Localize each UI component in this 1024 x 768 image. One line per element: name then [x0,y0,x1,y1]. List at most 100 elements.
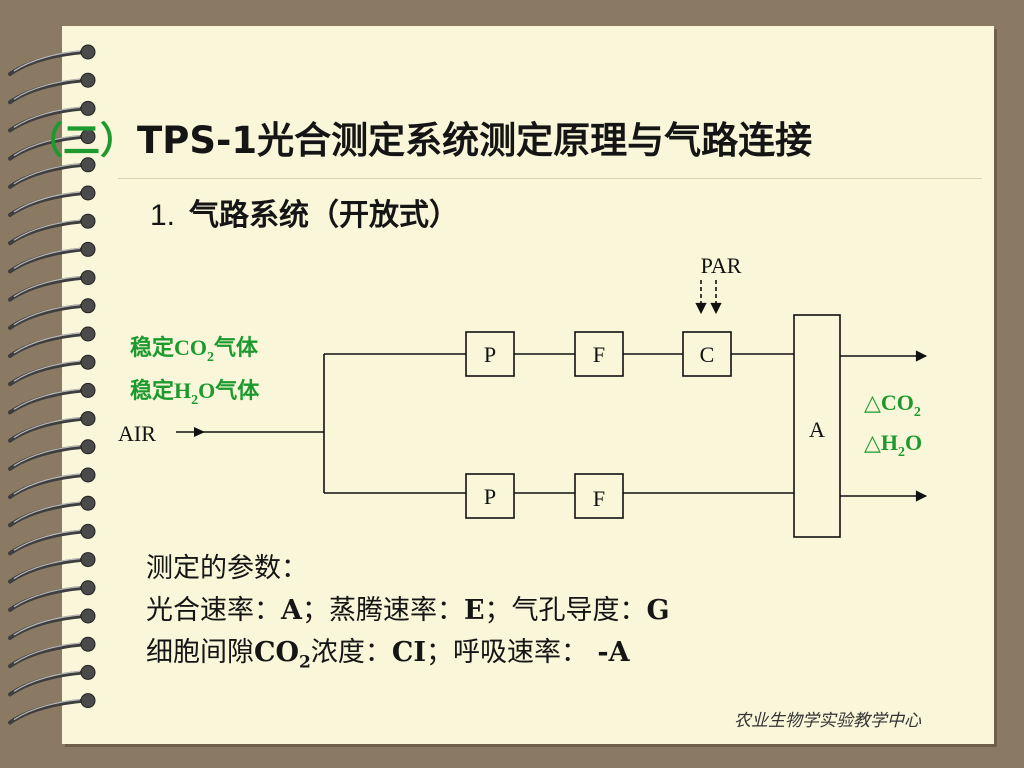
binding-hole [80,298,96,314]
binding-wire-highlight [13,529,81,551]
binding-hole [80,636,96,652]
params-line-ci: 细胞间隙CO2浓度：CI；呼吸速率： -A [146,632,670,674]
title-prefix: （二） [26,119,137,162]
params-co2-formula: CO [254,637,300,668]
binding-hole [80,495,96,511]
binding-wire-highlight [13,473,81,495]
binding-wire-highlight [13,304,81,326]
binding-wire-highlight [13,163,81,185]
section-subtitle: 1.气路系统（开放式） [150,190,459,234]
delta-co2-symbol: △ [864,390,881,415]
binding-hole [80,270,96,286]
title-divider [118,178,982,179]
binding-wire-highlight [13,670,81,692]
binding-hole [80,326,96,342]
title-main: TPS-1光合测定系统测定原理与气路连接 [137,119,813,162]
params-concentration-label: 浓度： [310,637,392,668]
delta-h2o-sub: 2 [898,445,905,460]
binding-wire-highlight [13,247,81,269]
spiral-binding [8,44,96,725]
binding-wire-highlight [13,614,81,636]
binding-hole [80,608,96,624]
gas-h2o-formula: H [174,378,191,403]
binding-wire-highlight [13,360,81,382]
binding-hole [80,580,96,596]
binding-wire-highlight [13,417,81,439]
upper-box-c-label: C [700,342,715,367]
params-heading: 测定的参数： [146,553,308,584]
binding-hole [80,72,96,88]
binding-hole [80,523,96,539]
subtitle-number: 1. [150,199,176,232]
lower-box-p [465,473,515,519]
gas-h2o-tail: O [198,378,215,403]
binding-wire-highlight [13,642,81,664]
binding-wire-highlight [13,388,81,410]
binding-wire-highlight [13,78,81,100]
delta-h2o-tail: O [905,430,922,455]
gas-h2o-sub: 2 [191,393,198,408]
binding-wire-highlight [13,445,81,467]
params-transpiration-symbol: E [463,595,485,626]
params-photosynthesis-label: 光合速率： [146,595,281,626]
lower-box-f [574,473,624,519]
upper-box-p [465,331,515,377]
params-respiration-label: ；呼吸速率： [425,637,588,668]
params-line-rates: 光合速率：A；蒸腾速率：E；气孔导度：G [146,590,670,632]
gas-co2-suffix: 气体 [213,335,259,360]
delta-co2-sub: 2 [914,405,921,420]
binding-wire-highlight [13,219,81,241]
binding-hole [80,411,96,427]
delta-co2-label: △CO2 [864,390,921,420]
binding-hole [80,552,96,568]
gas-h2o-prefix: 稳定 [130,378,174,403]
binding-hole [80,382,96,398]
binding-hole [80,44,96,60]
air-label: AIR [118,421,156,446]
gas-co2-label: 稳定CO2气体 [130,335,259,365]
binding-wire-highlight [13,106,81,128]
gas-co2-sub: 2 [207,350,214,365]
binding-hole [80,129,96,145]
air-arrow-head [194,427,205,437]
binding-hole [80,467,96,483]
binding-hole [80,241,96,257]
params-transpiration-label: ；蒸腾速率： [301,595,464,626]
footer-organization: 农业生物学实验教学中心 [734,711,921,731]
gas-co2-prefix: 稳定 [130,335,174,360]
binding-hole [80,664,96,680]
gas-h2o-label: 稳定H2O气体 [130,378,260,408]
analyzer-box [793,314,841,538]
lower-box-f-label: F [593,486,605,511]
params-photosynthesis-symbol: A [281,595,302,626]
binding-wire-highlight [13,276,81,298]
gas-h2o-suffix: 气体 [214,378,260,403]
binding-hole [80,693,96,709]
binding-hole [80,100,96,116]
slide-title: （二）TPS-1光合测定系统测定原理与气路连接 [26,110,986,172]
binding-wire-highlight [13,50,81,72]
upper-box-f [574,331,624,377]
analyzer-label: A [809,417,825,442]
binding-hole [80,354,96,370]
params-conductance-symbol: G [646,595,670,626]
upper-box-c [682,331,732,377]
lower-box-p-label: P [484,484,496,509]
binding-wire-highlight [13,699,81,721]
binding-wire-highlight [13,191,81,213]
binding-wire-highlight [13,501,81,523]
measured-parameters: 测定的参数： 光合速率：A；蒸腾速率：E；气孔导度：G 细胞间隙CO2浓度：CI… [146,548,670,674]
par-label: PAR [701,253,742,278]
delta-h2o-formula: H [881,430,898,455]
delta-h2o-label: △H2O [864,430,922,460]
upper-box-f-label: F [593,342,605,367]
binding-hole [80,157,96,173]
gas-co2-formula: CO [174,335,207,360]
binding-hole [80,213,96,229]
binding-hole [80,185,96,201]
binding-wire-highlight [13,558,81,580]
upper-box-p-label: P [484,342,496,367]
binding-wire-highlight [13,135,81,157]
binding-hole [80,439,96,455]
